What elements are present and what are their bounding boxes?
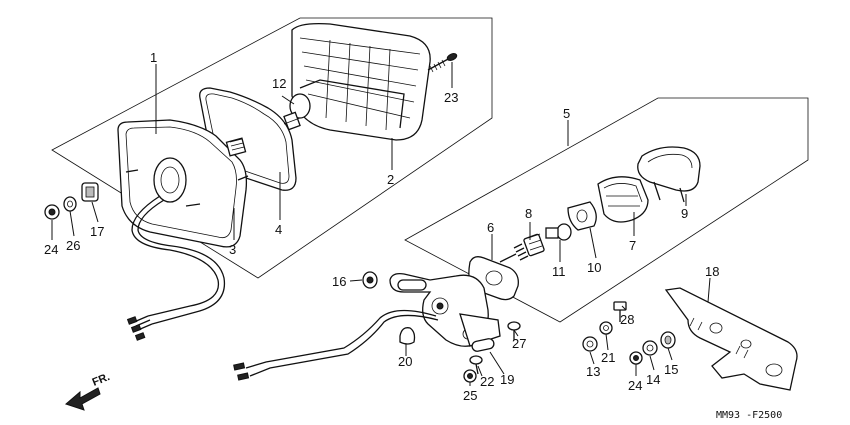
part-rear-lens[interactable] bbox=[291, 22, 431, 141]
callout-24b: 24 bbox=[628, 378, 642, 393]
part-license-bulb[interactable] bbox=[545, 223, 572, 241]
part-bolt-28[interactable] bbox=[613, 301, 627, 322]
callout-22: 22 bbox=[480, 374, 494, 389]
callout-16: 16 bbox=[332, 274, 346, 289]
callout-labels: 1 2 3 4 5 6 7 8 9 10 11 12 13 14 15 16 1… bbox=[44, 50, 719, 403]
part-grommet-16[interactable] bbox=[362, 271, 378, 289]
callout-17: 17 bbox=[90, 224, 104, 239]
part-license-bracket[interactable] bbox=[389, 272, 501, 353]
callout-24a: 24 bbox=[44, 242, 58, 257]
part-lens-screw[interactable] bbox=[427, 52, 458, 73]
callout-6: 6 bbox=[487, 220, 494, 235]
license-light-assembly-outline bbox=[404, 97, 809, 323]
front-label: FR. bbox=[91, 371, 112, 389]
part-washer-26[interactable] bbox=[63, 196, 77, 212]
part-reflector[interactable] bbox=[567, 201, 597, 231]
part-grommet-17[interactable] bbox=[81, 182, 99, 202]
part-cap-20[interactable] bbox=[399, 327, 416, 345]
callout-18: 18 bbox=[705, 264, 719, 279]
part-plate-bracket[interactable] bbox=[664, 287, 798, 391]
part-grommet-15[interactable] bbox=[660, 331, 676, 349]
callout-15: 15 bbox=[664, 362, 678, 377]
part-license-cover[interactable] bbox=[637, 146, 701, 203]
part-screw-27[interactable] bbox=[507, 321, 521, 340]
taillight-wire-harness bbox=[126, 195, 226, 341]
callout-21: 21 bbox=[601, 350, 615, 365]
callout-19: 19 bbox=[500, 372, 514, 387]
part-license-lens[interactable] bbox=[597, 176, 649, 223]
part-tail-bulb[interactable] bbox=[283, 93, 311, 131]
diagram-code: MM93 -F2500 bbox=[716, 410, 782, 421]
callout-14: 14 bbox=[646, 372, 660, 387]
callout-4: 4 bbox=[275, 222, 282, 237]
callout-2: 2 bbox=[387, 172, 394, 187]
part-nut-25[interactable] bbox=[463, 369, 477, 383]
part-taillight-housing[interactable] bbox=[117, 119, 249, 248]
callout-12: 12 bbox=[272, 76, 286, 91]
callout-20: 20 bbox=[398, 354, 412, 369]
callout-7: 7 bbox=[629, 238, 636, 253]
part-collar-21[interactable] bbox=[599, 321, 613, 335]
part-nut-24b[interactable] bbox=[629, 351, 643, 365]
callout-13: 13 bbox=[586, 364, 600, 379]
callout-23: 23 bbox=[444, 90, 458, 105]
callout-5: 5 bbox=[563, 106, 570, 121]
callout-25: 25 bbox=[463, 388, 477, 403]
part-collar-14[interactable] bbox=[642, 340, 658, 356]
callout-3: 3 bbox=[229, 242, 236, 257]
part-nut-24a[interactable] bbox=[44, 204, 60, 220]
callout-10: 10 bbox=[587, 260, 601, 275]
callout-11: 11 bbox=[552, 264, 566, 279]
front-direction-arrow: FR. bbox=[65, 371, 112, 411]
callout-8: 8 bbox=[525, 206, 532, 221]
part-bulb-socket[interactable] bbox=[499, 233, 545, 263]
callout-26: 26 bbox=[66, 238, 80, 253]
leader-lines bbox=[51, 62, 711, 386]
callout-1: 1 bbox=[150, 50, 157, 65]
callout-27: 27 bbox=[512, 336, 526, 351]
taillight-assembly-outline bbox=[51, 17, 493, 279]
callout-9: 9 bbox=[681, 206, 688, 221]
part-bolt-22[interactable] bbox=[469, 355, 483, 375]
license-light-wire bbox=[233, 309, 439, 381]
callout-28: 28 bbox=[620, 312, 634, 327]
part-collar-13[interactable] bbox=[582, 336, 598, 352]
front-arrow-icon bbox=[65, 387, 101, 411]
